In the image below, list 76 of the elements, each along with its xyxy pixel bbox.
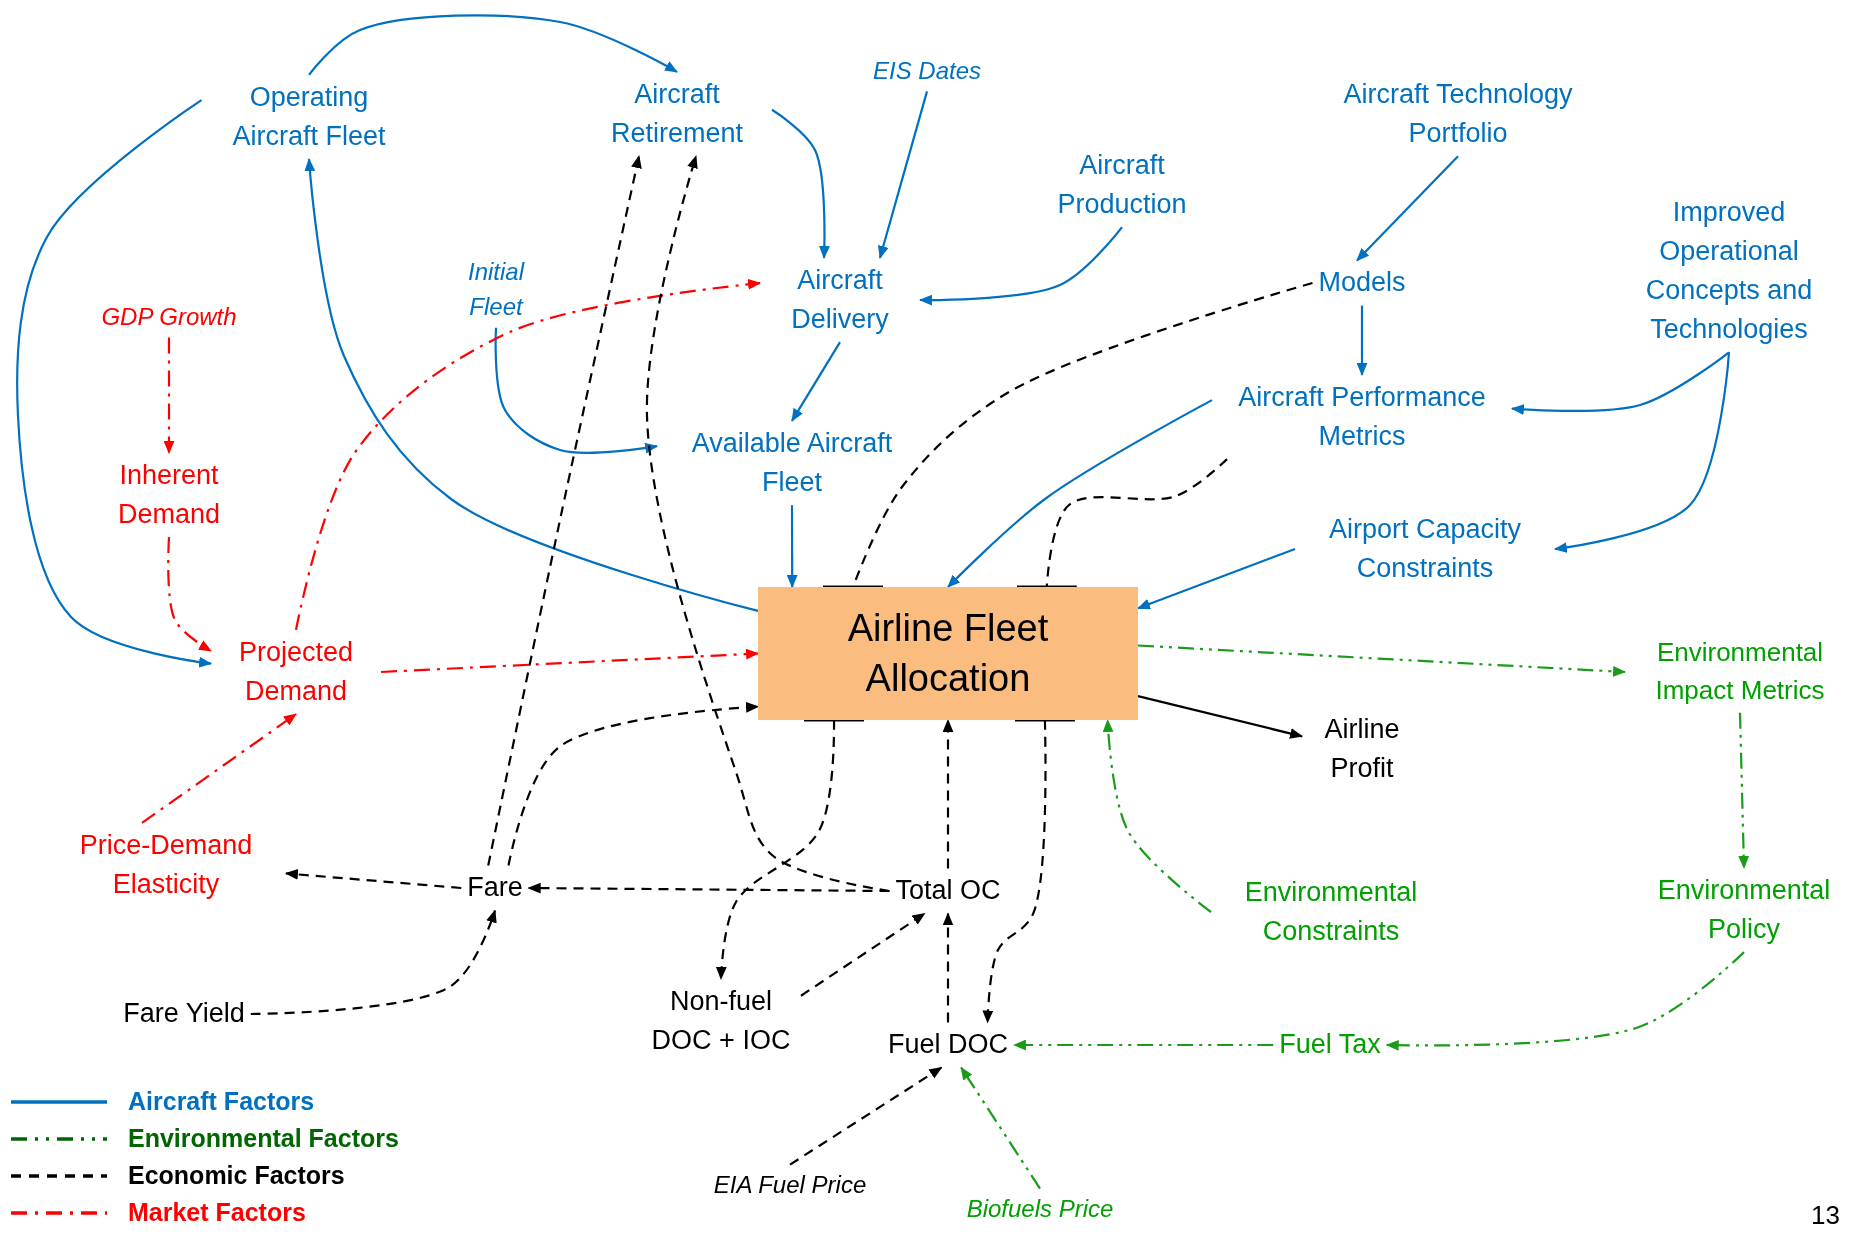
- node-label: EIS Dates: [873, 55, 981, 86]
- inhibition-line: [821, 281, 1313, 589]
- node-label: Improved Operational Concepts and Technologies: [1644, 195, 1814, 347]
- arrow: [507, 701, 760, 866]
- arrow: [167, 537, 212, 652]
- arrow: [487, 155, 642, 866]
- node-label: Models: [1318, 266, 1406, 300]
- node-label: Aircraft Retirement: [609, 77, 744, 150]
- arrow: [1102, 718, 1212, 913]
- arrow: [918, 226, 1123, 306]
- node-label: Fuel DOC: [888, 1028, 1008, 1062]
- node-label: Fare: [467, 871, 523, 905]
- arrow: [791, 341, 841, 422]
- arrow: [1137, 695, 1304, 739]
- arrow: [960, 1066, 1041, 1190]
- node-label: Environmental Impact Metrics: [1654, 636, 1826, 707]
- arrow: [308, 14, 678, 76]
- node-label: Environmental Constraints: [1243, 875, 1419, 948]
- arrow: [645, 155, 890, 893]
- node-label: Fuel Tax: [1279, 1028, 1381, 1062]
- arrow: [1356, 305, 1368, 376]
- node-label: Available Aircraft Fleet: [690, 426, 894, 499]
- node-label: Non-fuel DOC + IOC: [650, 984, 792, 1057]
- process-box: [758, 587, 1138, 720]
- arrow: [16, 99, 213, 668]
- arrow: [789, 1066, 943, 1166]
- arrow: [1137, 644, 1627, 677]
- node-label: Aircraft Technology Portfolio: [1342, 77, 1574, 150]
- box-label: Airline Fleet Allocation: [846, 606, 1050, 701]
- legend-label: Market Factors: [128, 1198, 306, 1227]
- arrow: [304, 158, 759, 612]
- arrow: [1738, 712, 1750, 869]
- node-label: Initial Fleet: [467, 257, 526, 322]
- node-label: Operating Aircraft Fleet: [231, 80, 387, 153]
- arrow: [1137, 547, 1296, 610]
- arrow: [800, 912, 926, 997]
- arrow: [294, 278, 762, 631]
- arrow: [1385, 951, 1745, 1051]
- arrow: [163, 337, 175, 454]
- node-label: GDP Growth: [101, 301, 237, 332]
- node-label: Biofuels Price: [966, 1193, 1114, 1224]
- arrow: [380, 648, 760, 674]
- arrow: [250, 909, 497, 1016]
- arrow: [942, 718, 954, 869]
- legend-label: Environmental Factors: [128, 1124, 399, 1153]
- node-label: Price-Demand Elasticity: [78, 828, 254, 901]
- arrow: [1553, 352, 1731, 553]
- node-label: EIA Fuel Price: [713, 1169, 867, 1200]
- node-label: Aircraft Performance Metrics: [1237, 380, 1487, 453]
- arrow: [284, 869, 462, 890]
- node-label: Inherent Demand: [116, 458, 222, 531]
- legend-label: Aircraft Factors: [128, 1087, 315, 1116]
- arrow: [771, 108, 830, 259]
- arrow: [141, 713, 297, 824]
- node-label: Fare Yield: [123, 997, 245, 1031]
- arrow: [786, 505, 798, 589]
- node-label: Environmental Policy: [1656, 873, 1832, 946]
- arrow: [878, 91, 929, 259]
- node-label: Projected Demand: [237, 635, 355, 708]
- arrow: [1356, 155, 1459, 262]
- arrow: [494, 327, 659, 454]
- node-label: Aircraft Production: [1056, 148, 1188, 221]
- arrow: [527, 882, 890, 894]
- inhibition-line: [1015, 458, 1228, 589]
- node-label: Airport Capacity Constraints: [1327, 512, 1523, 585]
- page-number: 13: [1811, 1200, 1840, 1231]
- arrow: [716, 718, 866, 980]
- node-label: Total OC: [895, 874, 1001, 908]
- legend-label: Economic Factors: [128, 1161, 345, 1190]
- node-label: Aircraft Delivery: [790, 263, 890, 336]
- arrow: [1012, 1039, 1274, 1051]
- arrow: [947, 399, 1213, 588]
- arrow: [982, 718, 1077, 1024]
- node-label: Airline Profit: [1323, 712, 1401, 785]
- arrow: [1510, 351, 1730, 415]
- arrow: [942, 912, 954, 1023]
